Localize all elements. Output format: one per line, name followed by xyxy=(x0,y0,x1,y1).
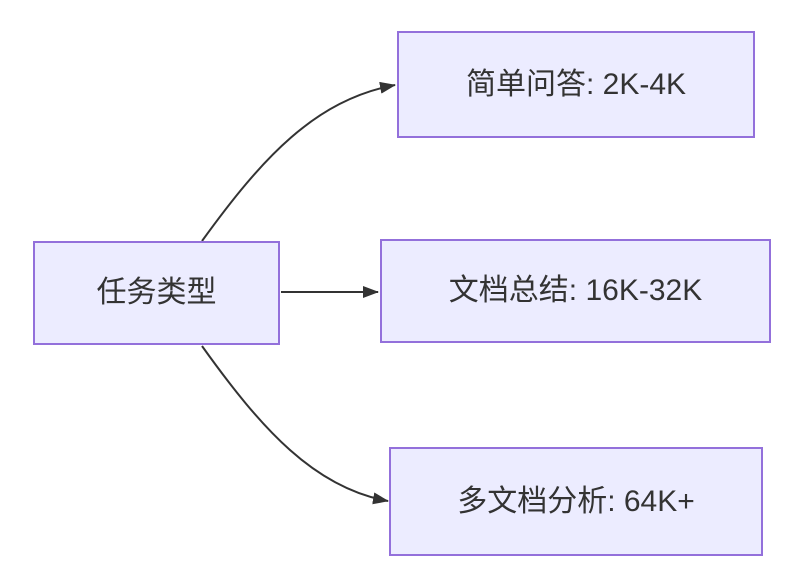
edge-task-to-multi-doc xyxy=(201,345,389,505)
node-task-type-label: 任务类型 xyxy=(96,276,217,309)
node-task-type: 任务类型 xyxy=(33,241,280,345)
node-multi-doc-label: 多文档分析: 64K+ xyxy=(457,484,695,518)
node-doc-summary-label: 文档总结: 16K-32K xyxy=(448,274,703,307)
edge-task-to-simple-qa xyxy=(201,81,396,242)
node-simple-qa: 简单问答: 2K-4K xyxy=(397,31,755,138)
node-simple-qa-label: 简单问答: 2K-4K xyxy=(465,67,687,101)
node-multi-doc: 多文档分析: 64K+ xyxy=(389,447,763,556)
node-doc-summary: 文档总结: 16K-32K xyxy=(380,239,771,343)
